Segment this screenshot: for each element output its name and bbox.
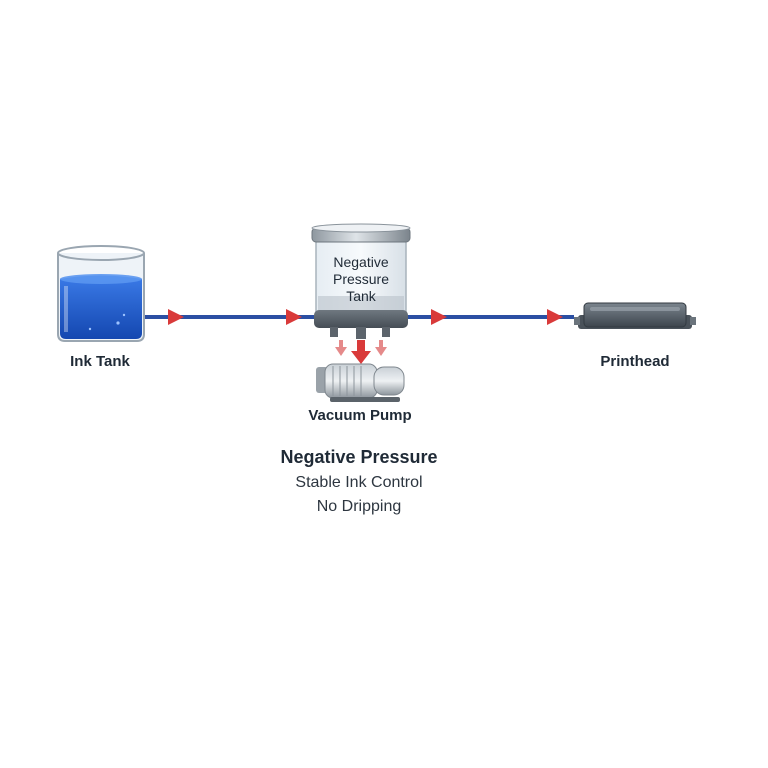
flow-arrow-1	[168, 309, 184, 325]
notes-line-stable-ink-control: Stable Ink Control	[295, 474, 423, 491]
flow-arrow-3	[431, 309, 447, 325]
flow-arrow-4	[547, 309, 563, 325]
pipe-ink-to-tank	[143, 315, 321, 319]
negative-pressure-tank-label-line3: Tank	[346, 288, 376, 304]
vacuum-arrow-left	[335, 340, 347, 356]
flow-arrows	[168, 309, 563, 325]
printhead-icon	[574, 302, 696, 329]
negative-pressure-tank-label-line2: Pressure	[332, 271, 390, 287]
vacuum-pump-label: Vacuum Pump	[308, 407, 412, 424]
flow-arrow-2	[286, 309, 302, 325]
pipe-tank-to-printhead	[402, 315, 574, 319]
negative-pressure-tank-label-line1: Negative	[333, 254, 389, 270]
ink-tank-label: Ink Tank	[70, 353, 130, 370]
vacuum-pump-icon	[316, 363, 405, 402]
notes-line-no-dripping: No Dripping	[316, 498, 402, 515]
printhead-label: Printhead	[600, 353, 670, 370]
vacuum-arrow-center	[351, 340, 371, 364]
vacuum-arrow-right	[375, 340, 387, 356]
ink-tank-icon	[57, 245, 145, 342]
pipe-lines	[143, 315, 574, 319]
negative-pressure-tank-icon	[311, 223, 411, 339]
notes-title: Negative Pressure	[280, 447, 438, 467]
vacuum-arrows	[335, 340, 387, 364]
